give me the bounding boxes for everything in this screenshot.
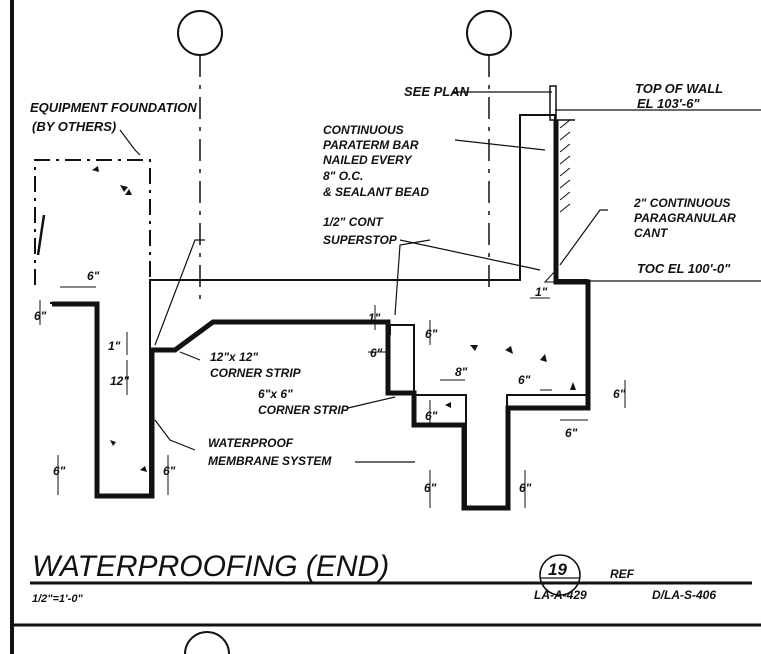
waterproof-membrane <box>52 120 591 511</box>
dim-12-left: 12" <box>110 374 129 388</box>
dimension-lines <box>39 286 626 508</box>
equipment-foundation-outline <box>34 159 151 300</box>
dim-6-mid-lower: 6" <box>425 409 438 423</box>
corner12-label-2: CORNER STRIP <box>210 366 302 380</box>
equipment-foundation-mark <box>36 214 46 256</box>
dim-6-right-vert: 6" <box>613 387 626 401</box>
grid-bubble-bottom <box>184 631 230 654</box>
paraterm-label-1: CONTINUOUS <box>323 123 404 137</box>
membrane-label-2: MEMBRANE SYSTEM <box>208 454 332 468</box>
soil-hatch <box>559 119 571 213</box>
grid-bubble-right <box>466 10 512 56</box>
equipment-foundation-label-1: EQUIPMENT FOUNDATION <box>30 100 197 115</box>
detail-callout-circle <box>539 554 581 596</box>
corner6-label-2: CORNER STRIP <box>258 403 350 417</box>
scale-label: 1/2"=1'-0" <box>32 593 83 605</box>
dim-6-bottom-mid-1: 6" <box>424 481 437 495</box>
cant-label-3: CANT <box>634 226 669 240</box>
dim-6-left-vert: 6" <box>34 309 47 323</box>
paraterm-label-3: NAILED EVERY <box>323 153 412 167</box>
dim-6-center: 6" <box>518 373 531 387</box>
dim-1-left: 1" <box>108 339 121 353</box>
dim-1-mid: 1" <box>368 311 381 325</box>
dim-6-bottom-left-2: 6" <box>163 464 176 478</box>
paraterm-label-2: PARATERM BAR <box>323 138 419 152</box>
toc-label: TOC EL 100'-0" <box>637 261 731 276</box>
grid-bubble-left <box>177 10 223 56</box>
cant-label-1: 2" CONTINUOUS <box>633 196 730 210</box>
membrane-label-1: WATERPROOF <box>208 436 294 450</box>
detail-number: 19 <box>548 560 567 579</box>
equipment-foundation-label-2: (BY OTHERS) <box>32 119 116 134</box>
ref-sheet: D/LA-S-406 <box>652 588 716 602</box>
corner6-label-1: 6"x 6" <box>258 387 293 401</box>
paraterm-bar <box>549 85 557 121</box>
detail-title: WATERPROOFING (END) <box>32 550 389 583</box>
concrete-aggregate <box>92 166 576 472</box>
sheet-ref: LA-A-429 <box>534 588 587 602</box>
dim-6-right-horiz: 6" <box>565 426 578 440</box>
top-of-wall-label-1: TOP OF WALL <box>635 81 723 96</box>
ref-label: REF <box>610 567 635 581</box>
top-of-wall-label-2: EL 103'-6" <box>637 96 700 111</box>
dim-6-mid-vert: 6" <box>425 327 438 341</box>
superstop-label-2: SUPERSTOP <box>323 233 398 247</box>
paraterm-label-5: & SEALANT BEAD <box>323 185 429 199</box>
cant-label-2: PARAGRANULAR <box>634 211 736 225</box>
superstop-label-1: 1/2" CONT <box>323 215 384 229</box>
dim-6-mid-horiz: 6" <box>370 346 383 360</box>
dim-6-top-left: 6" <box>87 269 100 283</box>
dim-1-top: 1" <box>535 285 548 299</box>
paraterm-label-4: 8" O.C. <box>323 169 363 183</box>
corner12-label-1: 12"x 12" <box>210 350 258 364</box>
leader-lines <box>119 91 608 463</box>
see-plan-label: SEE PLAN <box>404 84 470 99</box>
dim-8: 8" <box>455 365 468 379</box>
dim-6-bottom-left-1: 6" <box>53 464 66 478</box>
dim-6-bottom-mid-2: 6" <box>519 481 532 495</box>
cant-strip <box>543 268 557 283</box>
